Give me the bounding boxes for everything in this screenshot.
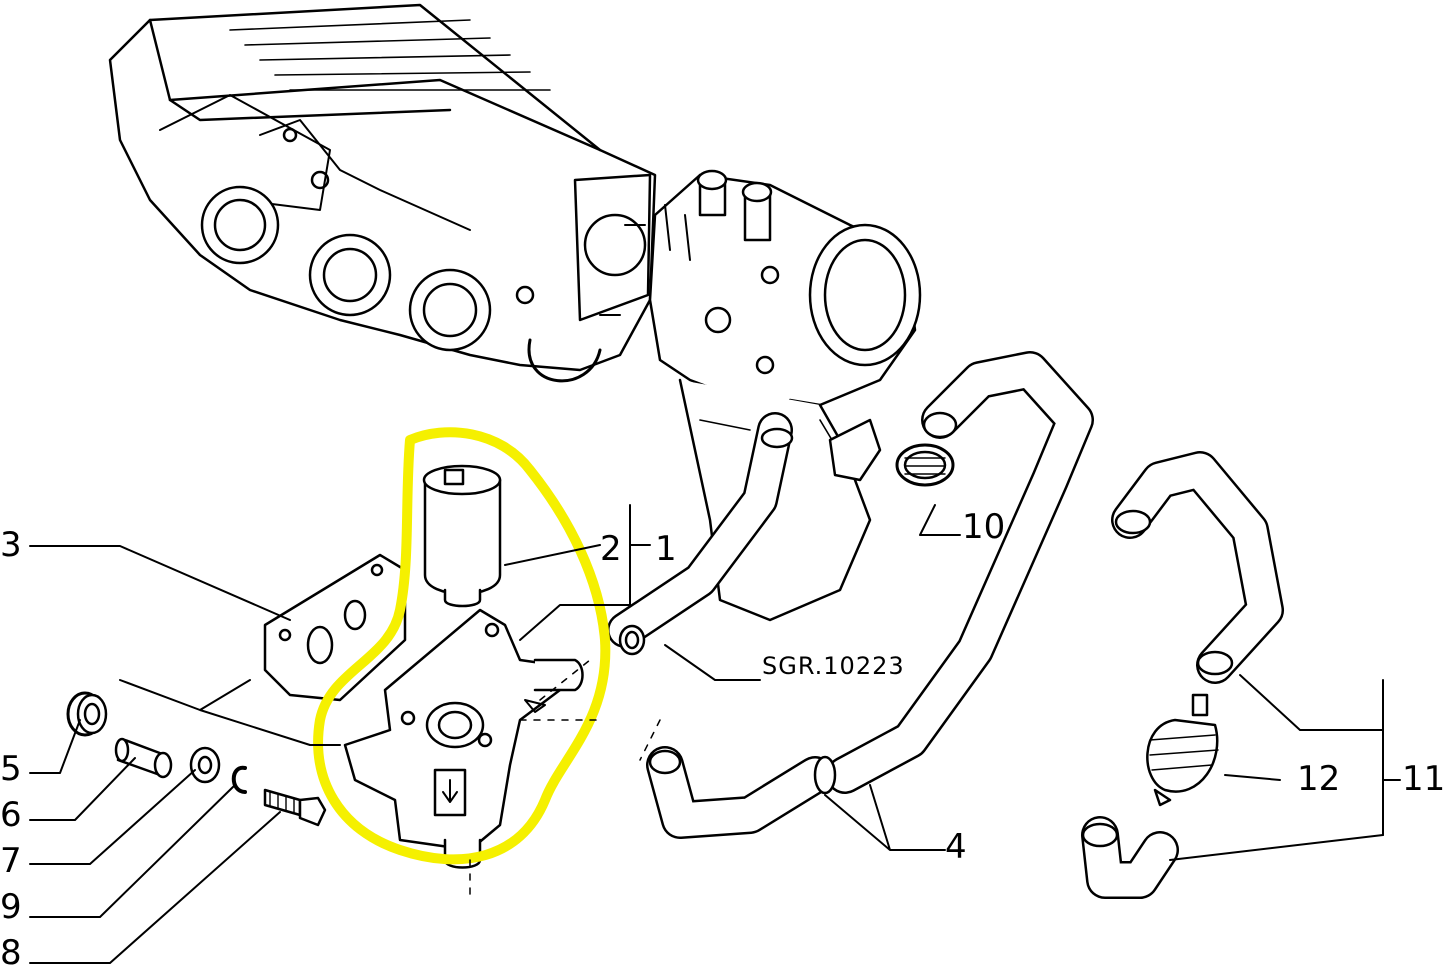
- circlip: [231, 765, 247, 794]
- hose-11-lower: [1081, 816, 1179, 899]
- callout-11: 11: [1402, 759, 1445, 799]
- callout-7: 7: [0, 841, 22, 881]
- idle-air-control-actuator: [422, 464, 502, 608]
- reference-code: SGR.10223: [762, 652, 905, 680]
- hose-sgr: [607, 412, 794, 656]
- grommet: [66, 691, 108, 737]
- valve-body: [343, 608, 584, 869]
- callout-10: 10: [962, 507, 1005, 547]
- hose-clamp: [895, 443, 955, 487]
- hose-short: [646, 746, 837, 839]
- callout-5: 5: [0, 749, 22, 789]
- hose-long: [826, 351, 1094, 794]
- callout-1: 1: [655, 529, 677, 569]
- gasket: [263, 553, 407, 702]
- leader-lines: [29, 504, 1401, 964]
- bolt: [263, 788, 327, 827]
- intake-manifold: [108, 3, 657, 383]
- callout-4: 4: [945, 827, 967, 867]
- callout-12: 12: [1297, 759, 1340, 799]
- spacer-sleeve: [114, 737, 173, 779]
- callout-6: 6: [0, 795, 22, 835]
- highlight-outline: [313, 427, 611, 865]
- inline-filter: [1146, 693, 1219, 807]
- washer: [189, 746, 221, 784]
- hose-11-upper: [1111, 451, 1284, 684]
- callout-8: 8: [0, 933, 22, 965]
- throttle-body: [648, 169, 922, 622]
- callout-2: 2: [600, 529, 622, 569]
- callout-3: 3: [0, 525, 22, 565]
- callout-9: 9: [0, 887, 22, 927]
